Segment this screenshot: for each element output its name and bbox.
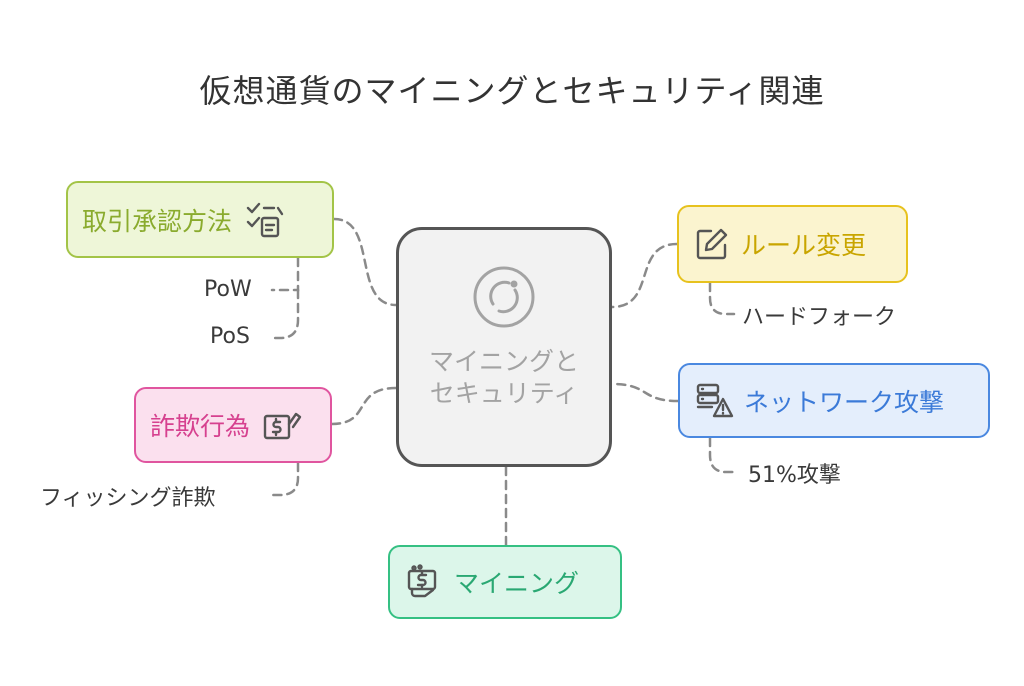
node-approval[interactable]: 取引承認方法 xyxy=(66,181,334,258)
connector-hardfork xyxy=(708,281,736,316)
ion-icon xyxy=(473,266,535,328)
connector-network xyxy=(610,382,680,403)
connector-approval xyxy=(332,217,398,307)
leaf-pos: PoS xyxy=(210,324,250,349)
checklist-icon xyxy=(246,202,284,237)
server-warning-icon xyxy=(696,383,734,417)
node-approval-label: 取引承認方法 xyxy=(82,206,233,236)
money-hand-icon xyxy=(263,412,302,440)
leaf-phishing: フィッシング詐欺 xyxy=(40,486,216,511)
node-network-label: ネットワーク攻撃 xyxy=(744,387,945,417)
node-mining[interactable]: マイニング xyxy=(388,545,622,619)
node-fraud-label: 詐欺行為 xyxy=(150,412,251,441)
page-title: 仮想通貨のマイニングとセキュリティ関連 xyxy=(199,72,825,110)
node-rule[interactable]: ルール変更 xyxy=(677,205,908,283)
leaf-51-attack: 51%攻撃 xyxy=(748,463,841,488)
connector-fraud xyxy=(330,386,398,426)
leaf-hardfork: ハードフォーク xyxy=(742,305,897,330)
leaf-pow: PoW xyxy=(204,277,252,302)
connector-pos xyxy=(270,288,300,340)
connector-rule xyxy=(610,242,679,309)
center-label: マイニングとセキュリティ xyxy=(428,347,579,408)
edit-icon xyxy=(696,228,728,260)
connector-phishing xyxy=(270,461,300,497)
node-mining-label: マイニング xyxy=(454,569,580,598)
node-fraud[interactable]: 詐欺行為 xyxy=(134,387,332,463)
connector-51 xyxy=(708,436,736,474)
cash-hand-icon xyxy=(407,564,437,598)
node-network[interactable]: ネットワーク攻撃 xyxy=(678,363,990,438)
center-node[interactable]: マイニングとセキュリティ xyxy=(396,227,612,467)
connector-pow xyxy=(270,256,300,292)
node-rule-label: ルール変更 xyxy=(741,231,867,260)
